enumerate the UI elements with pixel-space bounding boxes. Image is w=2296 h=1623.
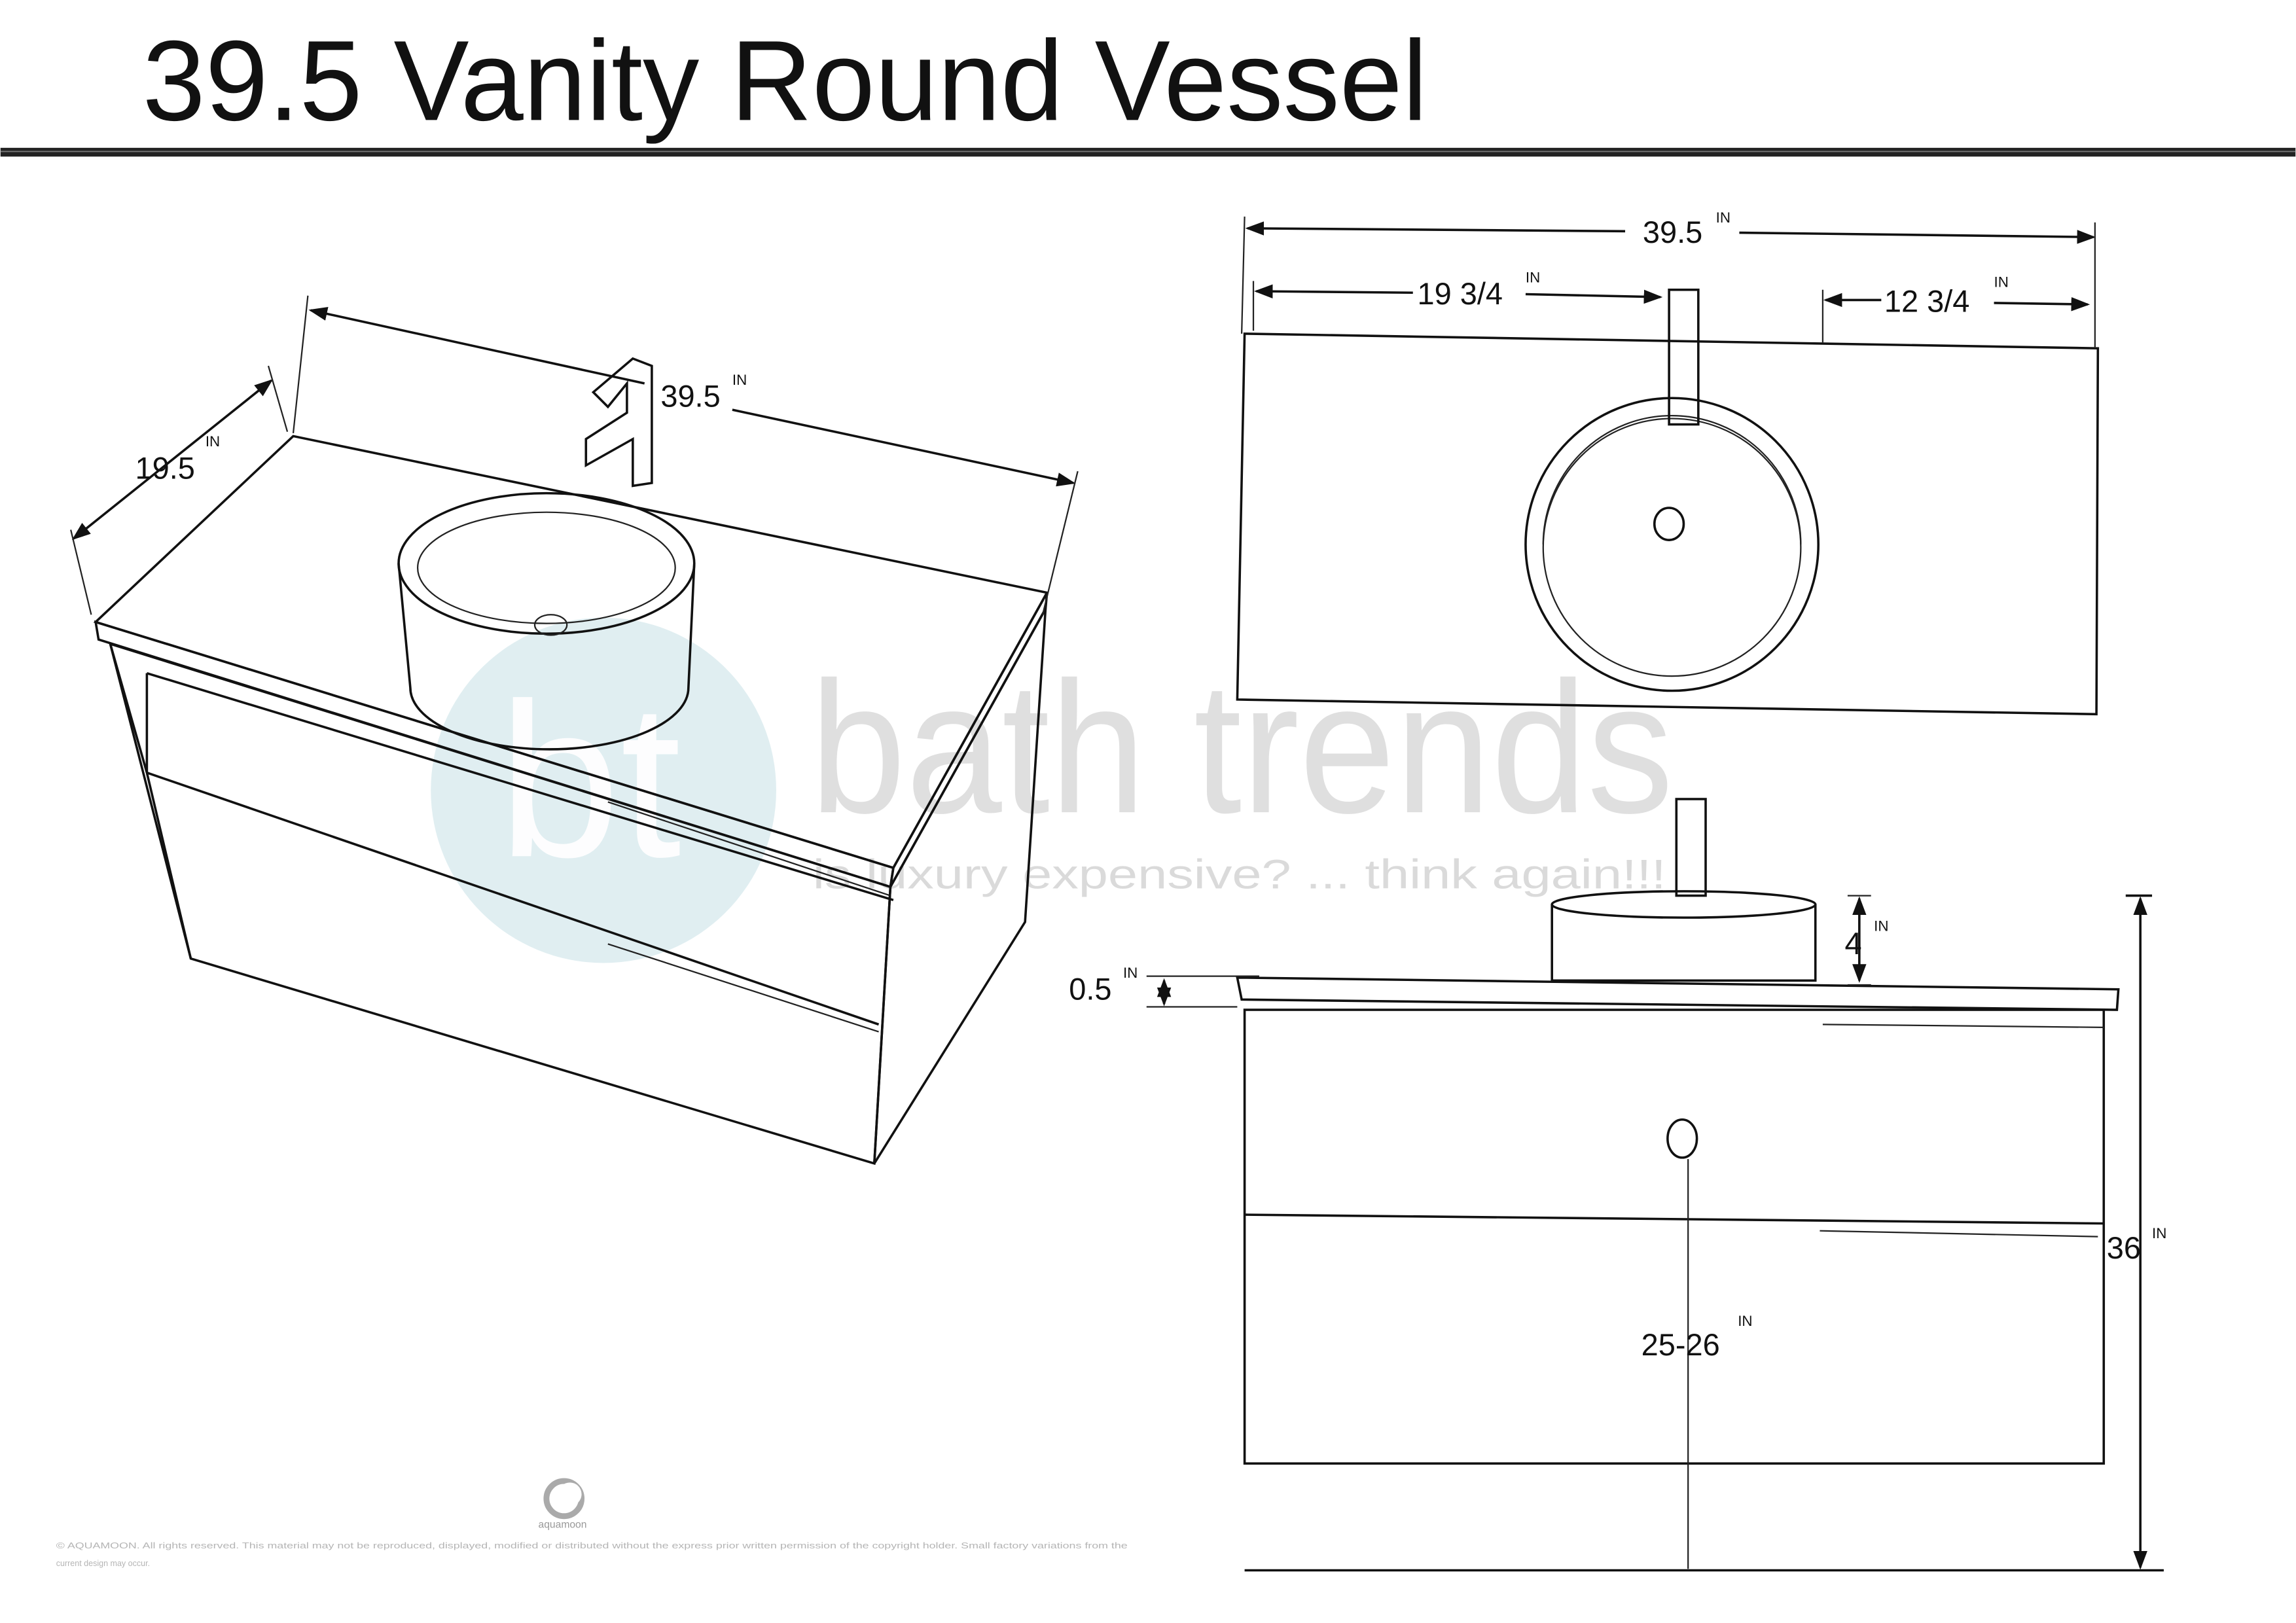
front-view: 36 IN 25-26 IN 4 IN 0.5 IN: [1069, 798, 2166, 1572]
perspective-depth-unit: IN: [206, 433, 220, 450]
watermark-logo-letters: bt: [498, 658, 682, 903]
perspective-width-label: 39.5: [660, 379, 720, 414]
watermark: bt bath trends is luxury expensive? ... …: [431, 617, 1674, 963]
copyright-text-line2: current design may occur.: [56, 1559, 150, 1568]
top-view: 39.5 IN 19 3/4 IN 12 3/4 IN: [1236, 209, 2100, 716]
faucet-to-right-unit: IN: [1994, 274, 2009, 290]
perspective-width-unit: IN: [732, 372, 747, 388]
perspective-depth-label: 19.5: [135, 450, 195, 485]
title-rule: [0, 147, 2296, 157]
total-height-label: 36: [2107, 1230, 2141, 1265]
countertop-thickness-unit: IN: [1123, 965, 1138, 981]
watermark-tagline: is luxury expensive? ... think again!!!: [813, 851, 1666, 897]
watermark-brand: bath trends: [810, 643, 1673, 852]
left-to-faucet-label: 19 3/4: [1417, 276, 1503, 311]
aquamoon-logo-text: aquamoon: [539, 1520, 587, 1531]
drain-height-unit: IN: [1738, 1313, 1752, 1329]
aquamoon-logo: aquamoon: [539, 1478, 587, 1531]
perspective-view: 19.5 IN 39.5 IN: [70, 295, 1079, 1166]
drain-height-label: 25-26: [1641, 1327, 1720, 1362]
copyright-text: © AQUAMOON. All rights reserved. This ma…: [56, 1541, 1128, 1550]
total-height-unit: IN: [2152, 1225, 2166, 1241]
page-title: 39.5 Vanity Round Vessel: [143, 16, 1427, 144]
vessel-height-label: 4: [1844, 926, 1861, 961]
top-width-unit: IN: [1716, 209, 1731, 226]
watermark-logo-circle: [431, 617, 776, 963]
footer: aquamoon © AQUAMOON. All rights reserved…: [56, 1478, 1128, 1568]
countertop-thickness-label: 0.5: [1069, 971, 1111, 1006]
vessel-height-unit: IN: [1874, 918, 1888, 934]
left-to-faucet-unit: IN: [1526, 270, 1540, 286]
top-width-label: 39.5: [1643, 215, 1702, 249]
faucet-to-right-label: 12 3/4: [1884, 283, 1970, 318]
